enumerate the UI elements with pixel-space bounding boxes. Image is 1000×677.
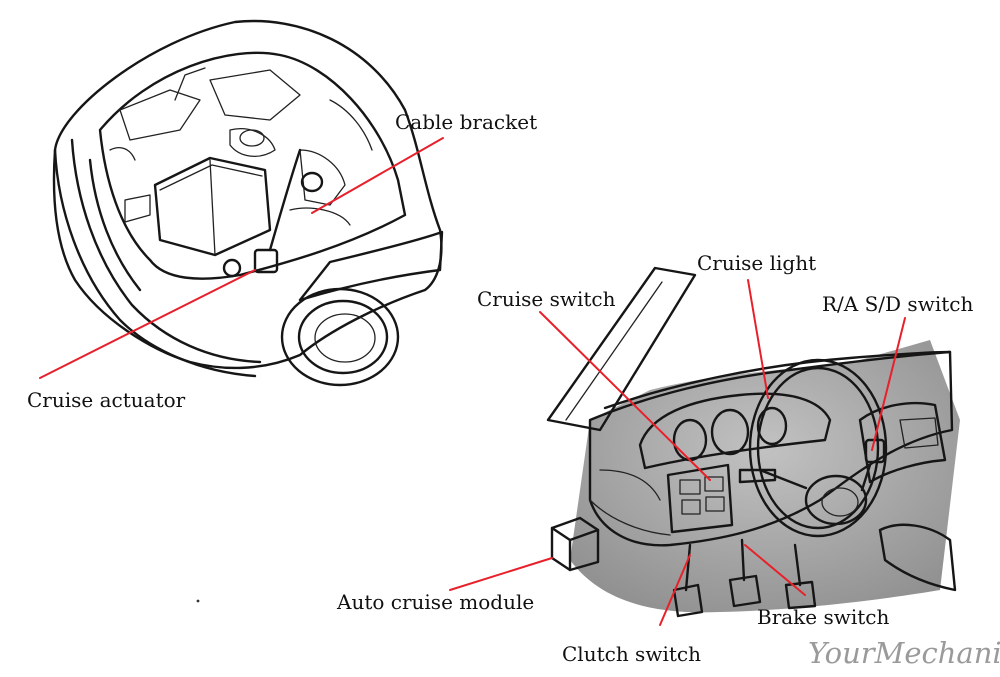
cruise-switch-panel — [666, 463, 734, 534]
actuator-part — [253, 248, 279, 274]
cable-bracket-part — [300, 171, 324, 193]
label-cruise-actuator: Cruise actuator — [27, 388, 186, 412]
leader-clutch-switch — [659, 554, 691, 626]
label-auto-cruise-module: Auto cruise module — [336, 590, 534, 614]
leader-auto-cruise-module — [449, 557, 553, 591]
leader-brake-switch — [744, 544, 806, 596]
dashboard-illustration — [546, 266, 960, 618]
brake-pedal — [728, 574, 762, 608]
steering-wheel — [748, 358, 888, 538]
yourmechanic-logo: YourMechanic — [808, 636, 1000, 670]
label-ras-d-switch: R/A S/D switch — [822, 292, 973, 316]
label-brake-switch: Brake switch — [757, 605, 890, 629]
engine-bay-illustration — [52, 19, 444, 387]
leader-cable-bracket — [311, 137, 444, 214]
leader-ras-d-switch — [871, 317, 906, 451]
wheel — [280, 287, 400, 387]
leader-cruise-light — [747, 279, 769, 399]
stray-mark — [196, 599, 200, 603]
leader-lines — [39, 137, 906, 626]
label-cruise-switch: Cruise switch — [477, 287, 616, 311]
labels: Cable bracket Cruise actuator Cruise swi… — [27, 110, 973, 666]
label-cruise-light: Cruise light — [697, 251, 816, 275]
clutch-pedal — [672, 583, 704, 618]
leader-cruise-switch — [539, 311, 711, 481]
leader-cruise-actuator — [39, 269, 256, 379]
label-cable-bracket: Cable bracket — [395, 110, 537, 134]
label-clutch-switch: Clutch switch — [562, 642, 701, 666]
